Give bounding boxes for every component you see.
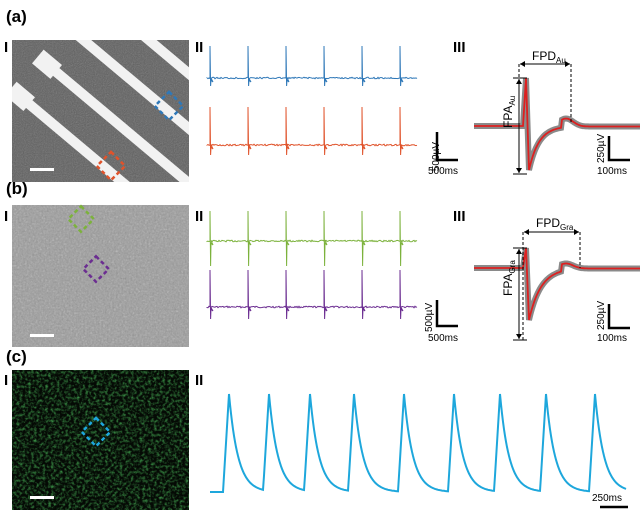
panel-c-sub-1: I xyxy=(4,372,8,389)
panel-a-zoom-scale: 250µV 100ms xyxy=(596,134,630,177)
panel-b-microscope-image xyxy=(12,204,189,347)
panel-b-zoom-scale: 250µV 100ms xyxy=(596,301,630,344)
panel-a-fpd-label: FPDAu xyxy=(532,49,566,65)
panel-c-fluorescence-image xyxy=(12,370,189,510)
panel-b-scale-voltage: 500µV xyxy=(424,303,435,332)
panel-b-trace-green xyxy=(206,210,418,267)
panel-a-sub-3: III xyxy=(453,39,466,56)
panel-c-scale: 250ms xyxy=(592,493,628,509)
panel-b-zoom-scale-time: 100ms xyxy=(597,333,627,344)
panel-b-sub-2: II xyxy=(195,208,203,225)
panel-c-calcium-trace xyxy=(210,393,627,493)
panel-c-sub-2: II xyxy=(195,372,203,389)
panel-a-scale: 500µV 500ms xyxy=(428,132,458,177)
panel-a-traces xyxy=(206,45,418,156)
panel-b-zoom-scale-voltage: 250µV xyxy=(596,301,607,330)
panel-a-scale-time: 500ms xyxy=(428,166,458,177)
panel-b-sub-1: I xyxy=(4,208,8,225)
panel-a-fpa-label: FPAAu xyxy=(501,96,517,128)
panel-b-scale: 500µV 500ms xyxy=(424,300,458,344)
panel-b-roi-purple xyxy=(81,254,111,284)
panel-b-waveform-mean xyxy=(474,247,640,321)
panel-a-waveform-band xyxy=(474,77,640,171)
panel-a-zoom-scale-time: 100ms xyxy=(597,166,627,177)
panel-a-roi-orange xyxy=(95,150,127,182)
panel-a-zoom-scale-voltage: 250µV xyxy=(596,134,607,163)
panel-a-label: (a) xyxy=(6,7,27,26)
panel-b-roi-green xyxy=(66,204,96,234)
panel-b-fpa-label: FPAGra xyxy=(501,260,517,296)
panel-c-trace-cyan xyxy=(210,393,627,493)
panel-a-scale-voltage: 500µV xyxy=(431,142,442,171)
panel-a-sub-1: I xyxy=(4,39,8,56)
panel-c-scale-bar xyxy=(30,496,54,499)
panel-a-sub-2: II xyxy=(195,39,203,56)
panel-a-waveform-mean xyxy=(474,77,640,171)
panel-b-fpd-label: FPDGra xyxy=(536,216,574,232)
panel-b-traces xyxy=(206,210,418,320)
panel-a-trace-blue xyxy=(206,45,418,87)
panel-c-scale-time: 250ms xyxy=(592,493,622,504)
panel-c-label: (c) xyxy=(6,347,27,366)
panel-b-zoom-waveform: FPDGra FPAGra xyxy=(474,216,640,341)
panel-a-scale-bar xyxy=(30,168,54,171)
panel-b-sub-3: III xyxy=(453,208,466,225)
panel-b-scale-time: 500ms xyxy=(428,333,458,344)
panel-a-electrodes xyxy=(12,40,189,182)
panel-a-microscope-image xyxy=(12,40,189,182)
panel-a-trace-orange xyxy=(206,106,418,156)
panel-b-scale-bar xyxy=(30,334,54,337)
panel-a-zoom-waveform: FPDAu FPAAu xyxy=(474,49,640,175)
panel-b-waveform-band xyxy=(474,247,640,321)
panel-b-label: (b) xyxy=(6,179,28,198)
panel-c-roi-cyan xyxy=(80,416,112,448)
panel-b-trace-purple xyxy=(206,269,418,320)
